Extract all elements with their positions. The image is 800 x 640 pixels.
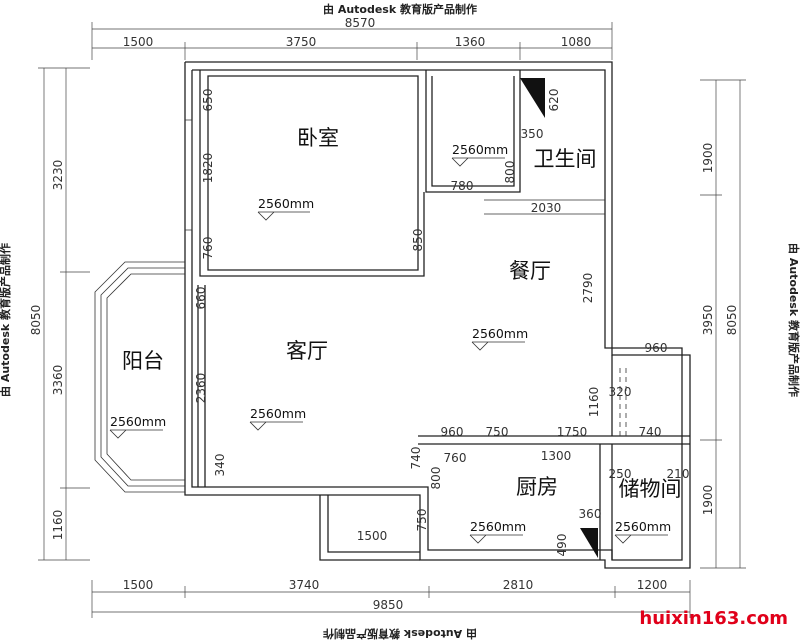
level-mark-storage: 2560mm [614, 519, 671, 544]
dimension-label: 2790 [581, 273, 595, 304]
dimension-label: 2030 [531, 201, 562, 215]
dimension-top: 8570 1500 3750 1360 1080 [91, 16, 613, 60]
level-mark-balcony: 2560mm [109, 414, 166, 439]
dimension-label: 760 [201, 237, 215, 260]
dimension-label: 210 [667, 467, 690, 481]
dimension-label: 2560mm [615, 519, 671, 534]
level-mark-kitchen: 2560mm [469, 519, 526, 544]
dimension-label: 2560mm [472, 326, 528, 341]
dimension-label: 2560mm [250, 406, 306, 421]
dimension-label: 620 [547, 89, 561, 112]
dimension-right: 1900 3950 1900 8050 [700, 79, 746, 569]
dimension-label: 2360 [194, 373, 208, 404]
level-mark-dining: 2560mm [471, 326, 528, 351]
dim-right-3: 1900 [701, 485, 715, 516]
dimension-label: 1750 [557, 425, 588, 439]
dimension-label: 960 [441, 425, 464, 439]
room-label-storage: 储物间 [619, 477, 682, 501]
dimension-label: 250 [609, 467, 632, 481]
room-label-kitchen: 厨房 [516, 475, 558, 499]
dim-top-1: 1500 [123, 35, 154, 49]
watermark-bottom: 由 Autodesk 教育版产品制作 [323, 627, 477, 640]
dim-bottom-4: 1200 [637, 578, 668, 592]
dimension-label: 750 [486, 425, 509, 439]
watermark-left: 由 Autodesk 教育版产品制作 [0, 243, 12, 397]
dim-bottom-2: 3740 [289, 578, 320, 592]
dimension-label: 2560mm [452, 142, 508, 157]
dimension-label: 2560mm [258, 196, 314, 211]
dim-top-3: 1360 [455, 35, 486, 49]
dimension-label: 360 [579, 507, 602, 521]
dimension-label: 740 [639, 425, 662, 439]
ceiling-height-markers: 2560mm 2560mm 2560mm 2560mm 2560mm 2560m… [109, 142, 671, 544]
dimension-label: 350 [521, 127, 544, 141]
dim-bottom-1: 1500 [123, 578, 154, 592]
dimension-label: 780 [451, 179, 474, 193]
level-mark-bathroom: 2560mm [451, 142, 508, 167]
dimension-label: 320 [609, 385, 632, 399]
room-label-living: 客厅 [286, 339, 328, 363]
dimension-label: 800 [503, 161, 517, 184]
dim-bottom-total: 9850 [373, 598, 404, 612]
dimension-label: 490 [555, 534, 569, 557]
dimension-label: 650 [201, 89, 215, 112]
watermark-top: 由 Autodesk 教育版产品制作 [323, 2, 477, 16]
dimension-label: 760 [444, 451, 467, 465]
dim-top-total: 8570 [345, 16, 376, 30]
dimension-label: 750 [415, 509, 429, 532]
walls [94, 61, 691, 569]
dimension-bottom: 1500 3740 2810 1200 9850 [91, 578, 691, 618]
dim-right-total: 8050 [725, 305, 739, 336]
level-mark-bedroom: 2560mm [257, 196, 314, 221]
dimension-label: 740 [409, 447, 423, 470]
dim-left-1: 3230 [51, 160, 65, 191]
dimension-left: 8050 3230 3360 1160 [29, 67, 90, 561]
dim-top-4: 1080 [561, 35, 592, 49]
dim-bottom-3: 2810 [503, 578, 534, 592]
dimension-label: 800 [429, 467, 443, 490]
room-label-dining: 餐厅 [509, 259, 551, 283]
room-label-bedroom: 卧室 [297, 126, 339, 150]
room-label-bathroom: 卫生间 [534, 147, 597, 171]
dimension-label: 1160 [587, 387, 601, 418]
dim-left-2: 3360 [51, 365, 65, 396]
dimension-label: 2560mm [470, 519, 526, 534]
interior-dimensions: 650 1820 760 660 2360 340 620 350 800 78… [194, 89, 689, 557]
dimension-label: 960 [645, 341, 668, 355]
dimension-label: 1300 [541, 449, 572, 463]
dimension-label: 850 [411, 229, 425, 252]
dim-top-2: 3750 [286, 35, 317, 49]
level-mark-living: 2560mm [249, 406, 306, 431]
dim-right-2: 3950 [701, 305, 715, 336]
room-label-balcony: 阳台 [122, 349, 164, 373]
dim-left-total: 8050 [29, 305, 43, 336]
brand-watermark: huixin163.com [639, 608, 788, 629]
dimension-label: 340 [213, 454, 227, 477]
dim-left-3: 1160 [51, 510, 65, 541]
dimension-label: 1820 [201, 153, 215, 184]
dimension-label: 660 [194, 287, 208, 310]
dim-right-1: 1900 [701, 143, 715, 174]
dimension-label: 2560mm [110, 414, 166, 429]
dimension-label: 1500 [357, 529, 388, 543]
watermark-right: 由 Autodesk 教育版产品制作 [787, 243, 800, 397]
